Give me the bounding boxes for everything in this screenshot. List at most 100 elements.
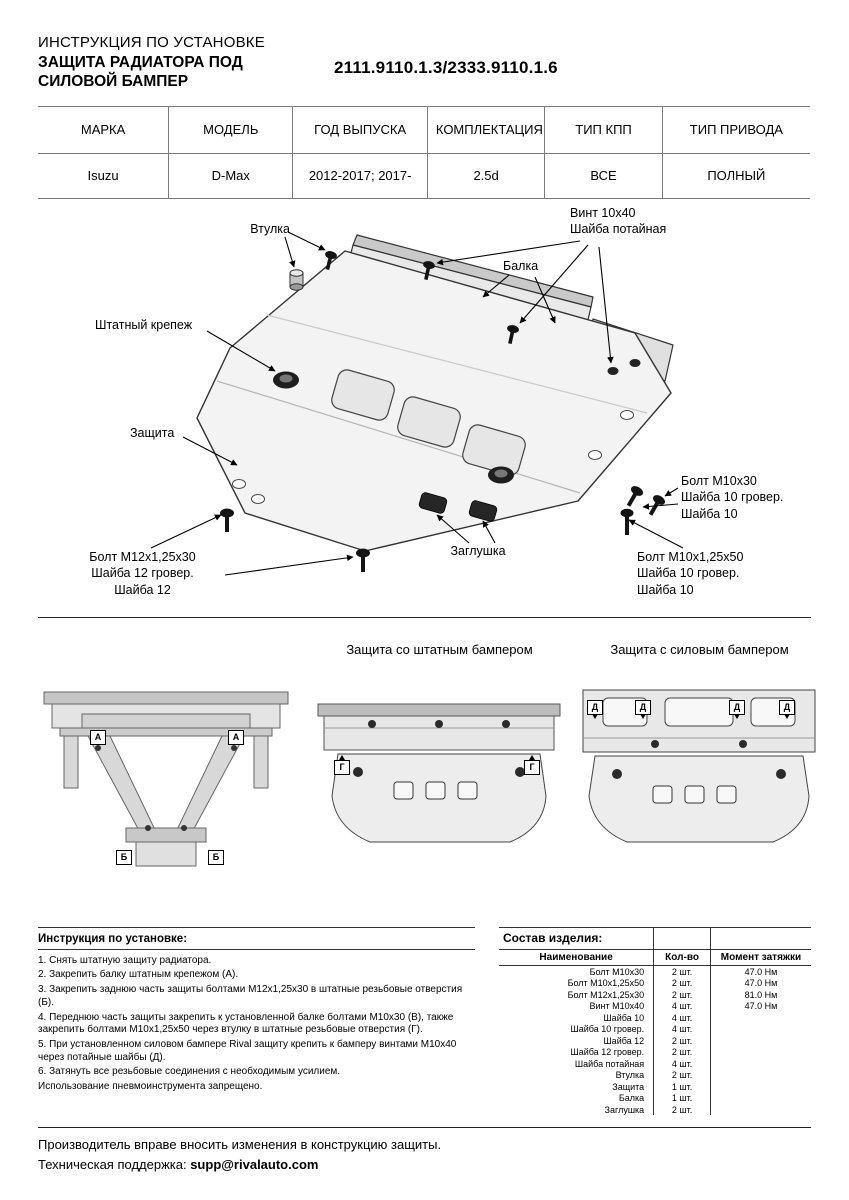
instruction-step-3: 3. Закрепить заднюю часть защиты болтами… — [38, 984, 463, 1008]
spec-cell-year: 2012-2017; 2017- — [292, 153, 428, 199]
stock-bumper-drawing — [317, 703, 561, 843]
parts-list: Состав изделия: Наименование Кол-во Моме… — [499, 926, 811, 1116]
spec-header-model: МОДЕЛЬ — [168, 105, 293, 154]
spec-cell-trim: 2.5d — [426, 153, 545, 199]
spec-header-trim: КОМПЛЕКТАЦИЯ — [426, 105, 545, 154]
parts-col-qty: Кол-во — [653, 948, 711, 966]
support-email: supp@rivalauto.com — [190, 1157, 319, 1173]
callout-bolt-m10x30-line2: Шайба 10 гровер. — [681, 490, 784, 505]
callout-beam: Балка — [503, 258, 538, 275]
manufacturer-note: Производитель вправе вносить изменения в… — [38, 1137, 442, 1153]
spec-header-gearbox: ТИП КПП — [544, 105, 663, 154]
callout-screw: Винт 10х40 Шайба потайная — [570, 205, 750, 238]
installation-instructions: Инструкция по установке: 1. Снять штатну… — [38, 926, 475, 1116]
title-block: ИНСТРУКЦИЯ ПО УСТАНОВКЕ ЗАЩИТА РАДИАТОРА… — [38, 34, 320, 92]
support-label: Техническая поддержка: — [38, 1157, 191, 1173]
callout-screw-line1: Винт 10х40 — [570, 205, 636, 220]
parts-row: Втулка 2 шт. — [499, 1069, 811, 1081]
parts-heading-row: Состав изделия: — [499, 926, 811, 950]
spec-cell-drive: ПОЛНЫЙ — [661, 153, 810, 199]
callout-bolt-m10x50-line2: Шайба 10 гровер. — [637, 566, 740, 581]
marker-g-left: Г — [334, 754, 350, 775]
exploded-view-drawing — [150, 231, 684, 576]
parts-heading-spacer-1 — [653, 926, 711, 950]
spec-data-row: Isuzu D-Max 2012-2017; 2017- 2.5d ВСЕ ПО… — [38, 153, 810, 199]
part-qty: 2 шт. — [653, 988, 711, 1001]
spec-header-year: ГОД ВЫПУСКА — [292, 105, 428, 154]
stock-frame-drawing — [43, 691, 289, 867]
spec-header-drive: ТИП ПРИВОДА — [661, 105, 810, 154]
instruction-step-1: 1. Снять штатную защиту радиатора. — [38, 954, 212, 966]
part-qty: 2 шт. — [653, 965, 711, 978]
part-qty: 2 шт. — [653, 1069, 711, 1081]
marker-g-right: Г — [524, 754, 540, 775]
marker-b-left: Б — [116, 849, 132, 865]
marker-a-left: А — [90, 729, 106, 745]
callout-bolt-m10x30: Болт М10х30 Шайба 10 гровер. Шайба 10 — [681, 473, 813, 523]
callout-guard: Защита — [130, 425, 174, 442]
page-footer: Производитель вправе вносить изменения в… — [38, 1127, 811, 1172]
callout-stock-fastener-label: Штатный крепеж — [95, 317, 193, 332]
part-qty: 2 шт. — [653, 977, 711, 989]
spec-header-brand: МАРКА — [38, 105, 169, 154]
spec-cell-brand: Isuzu — [38, 153, 169, 199]
installed-views: А А Б Б Г — [0, 678, 849, 883]
callout-bolt-m12-line1: Болт М12х1,25х30 — [89, 549, 196, 564]
exploded-view-diagram: Втулка Винт 10х40 Шайба потайная Балка Ш… — [35, 203, 815, 611]
instruction-step-4: 4. Переднюю часть защиты закрепить к уст… — [38, 1011, 454, 1036]
view-stock-bumper: Г Г — [312, 678, 567, 883]
parts-col-torque: Момент затяжки — [709, 948, 811, 966]
product-title-line2: СИЛОВОЙ БАМПЕР — [38, 73, 189, 91]
parts-heading: Состав изделия: — [499, 926, 654, 950]
part-qty: 2 шт. — [653, 1103, 711, 1116]
parts-heading-spacer-2 — [709, 926, 811, 950]
view-stock-frame: А А Б Б — [30, 678, 302, 883]
parts-table: Состав изделия: Наименование Кол-во Моме… — [499, 926, 811, 1116]
part-torque — [709, 1023, 811, 1035]
part-torque: 47.0 Нм — [709, 977, 811, 989]
callout-plug: Заглушка — [445, 543, 511, 560]
instruction-step-2: 2. Закрепить балку штатным крепежом (А). — [38, 969, 239, 981]
callout-bolt-m12-line2: Шайба 12 гровер. — [91, 566, 194, 581]
instruction-step-6: 6. Затянуть все резьбовые соединения с н… — [38, 1066, 341, 1078]
callout-bolt-m10x30-line1: Болт М10х30 — [681, 473, 757, 488]
part-name: Шайба потайная — [574, 1058, 645, 1069]
part-name: Болт М12х1,25х30 — [567, 989, 645, 1000]
part-torque — [709, 1011, 811, 1024]
callout-beam-label: Балка — [503, 258, 539, 273]
support-line: Техническая поддержка: supp@rivalauto.co… — [38, 1157, 811, 1172]
callout-bushing-label: Втулка — [250, 221, 290, 236]
part-name: Втулка — [615, 1070, 645, 1080]
marker-b-right: Б — [208, 849, 224, 865]
part-qty: 4 шт. — [653, 1023, 711, 1035]
callout-bolt-m10x50-line3: Шайба 10 — [637, 582, 694, 597]
bottom-section: Инструкция по установке: 1. Снять штатну… — [0, 926, 849, 1116]
part-number: 2111.9110.1.3/2333.9110.1.6 — [334, 58, 558, 77]
marker-d-1: Д — [587, 699, 603, 719]
part-torque — [709, 1069, 811, 1081]
callout-bushing: Втулка — [185, 221, 290, 238]
view-power-bumper: Д Д Д Д — [577, 678, 822, 883]
parts-row: Болт М12х1,25х30 2 шт.81.0 Нм — [499, 988, 811, 1001]
power-bumper-drawing — [582, 689, 816, 843]
view-captions: Защита со штатным бампером Защита с сило… — [0, 642, 849, 660]
part-name: Шайба 12 — [603, 1035, 645, 1046]
marker-d-2: Д — [635, 699, 651, 719]
marker-a-right: А — [228, 729, 244, 745]
part-torque — [709, 1034, 811, 1047]
part-qty: 1 шт. — [653, 1092, 711, 1104]
part-torque: 81.0 Нм — [709, 988, 811, 1001]
part-name: Болт М10х1,25х50 — [567, 978, 645, 988]
instructions-heading: Инструкция по установке: — [38, 933, 475, 950]
part-name: Шайба 10 гровер. — [570, 1024, 645, 1034]
part-torque: 47.0 Нм — [709, 965, 811, 978]
doc-type-title: ИНСТРУКЦИЯ ПО УСТАНОВКЕ — [38, 34, 265, 51]
part-name: Защита — [612, 1081, 645, 1092]
